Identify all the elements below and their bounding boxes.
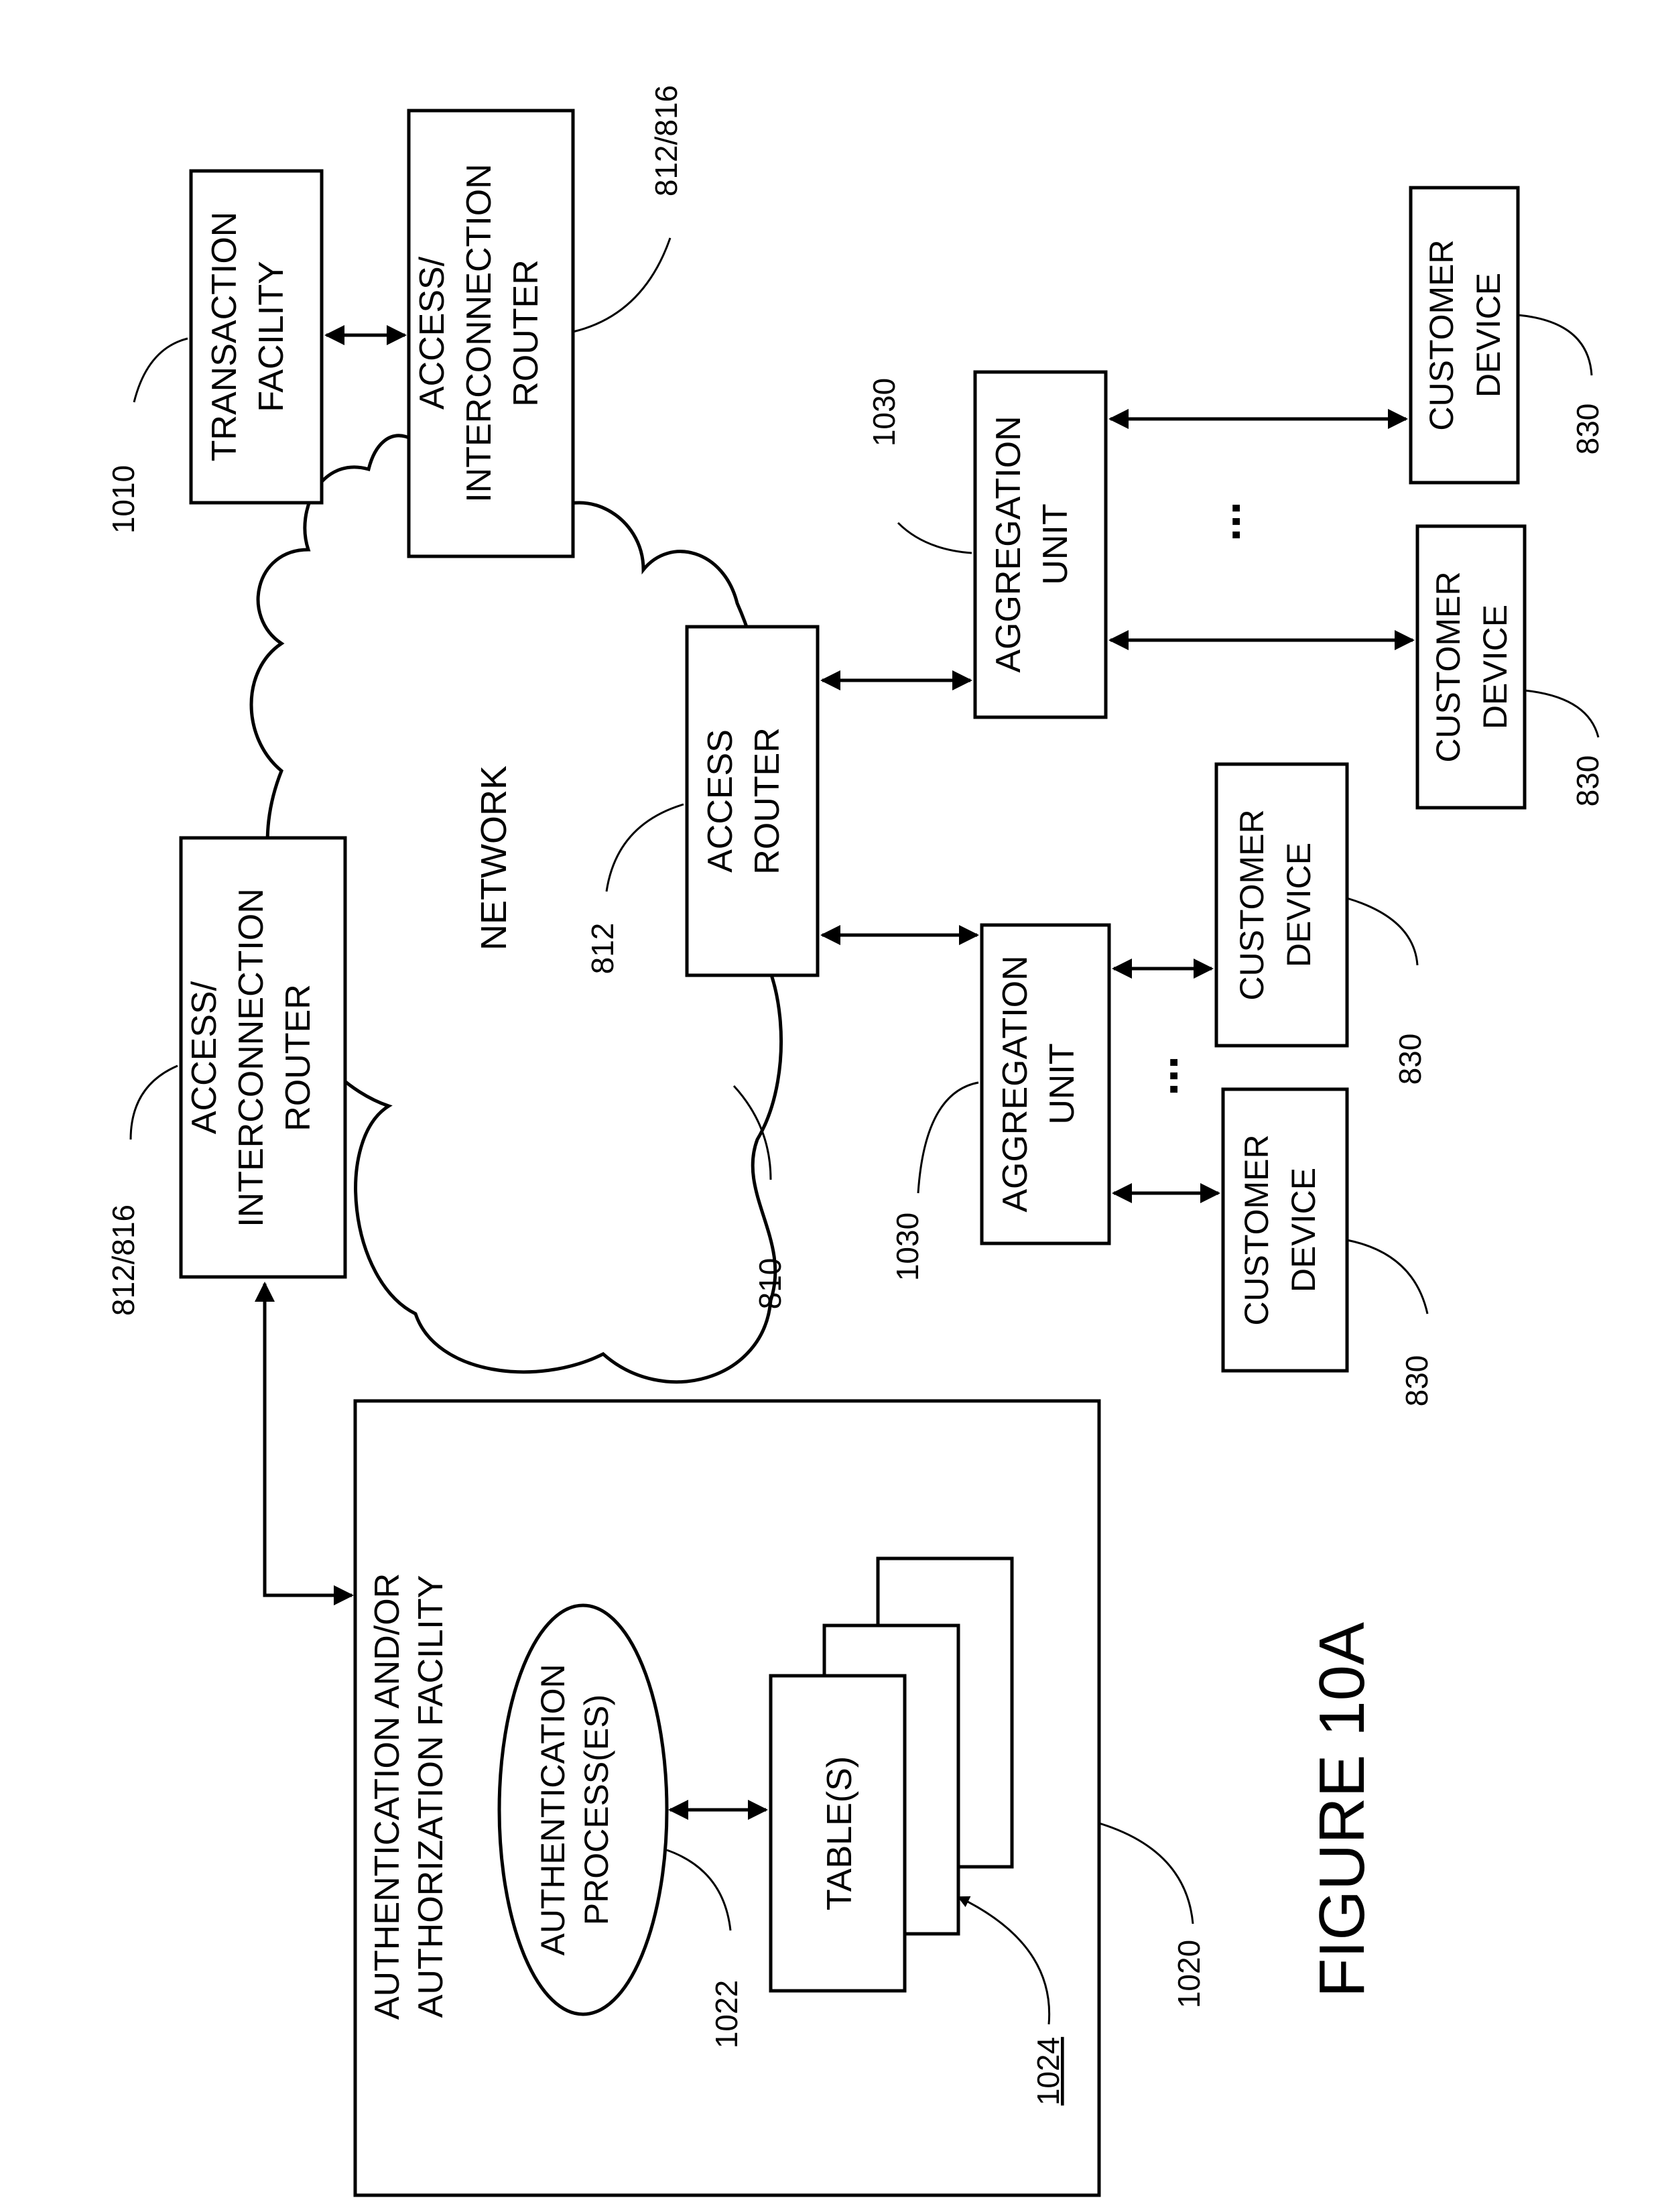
customer-device-1-ref-leader [1517,314,1593,376]
aggregation-unit-upper-box [973,370,1108,719]
customer-device-4-ref: 830 [1399,1355,1434,1407]
auth-process-line1: AUTHENTICATION [534,1664,572,1955]
router-left-line2: INTERCONNECTION [232,888,271,1227]
tables-label: TABLE(S) [820,1756,859,1910]
network-label: NETWORK [474,765,514,950]
auth-facility-line1: AUTHENTICATION AND/OR [368,1573,407,2020]
auth-facility-ref-leader [1098,1822,1194,1924]
auth-process-ref: 1022 [709,1980,744,2048]
router-left-ref-leader [129,1064,178,1140]
customer-device-1-box [1409,186,1520,485]
network-ref: 810 [753,1258,787,1310]
aggregation-unit-lower-ref-leader [917,1081,979,1194]
customer-device-2-line2: DEVICE [1476,605,1514,729]
auth-process-ref-leader [666,1849,732,1931]
aggregation-unit-lower-box [980,923,1111,1245]
auth-process-line2: PROCESS(ES) [578,1695,615,1926]
router-right-line2: INTERCONNECTION [460,164,499,503]
auth-facility-ref: 1020 [1171,1940,1206,2008]
customer-device-1-line2: DEVICE [1470,273,1507,397]
figure-label: FIGURE 10A [1306,1622,1378,1998]
customer-device-3-ref-leader [1346,897,1419,966]
auth-process-ellipse [497,1603,669,2016]
router-right-ref: 812/816 [649,85,684,196]
customer-device-1-ref: 830 [1570,404,1605,455]
customer-device-3-ref: 830 [1393,1034,1427,1085]
customer-device-2-box [1415,524,1527,810]
access-router-box [685,625,820,977]
transaction-facility-ref: 1010 [106,465,141,534]
customer-device-3-box [1214,762,1349,1048]
customer-device-3-line2: DEVICE [1280,843,1318,967]
aggregation-unit-upper-ref-leader [897,521,972,554]
ellipsis-lower: ... [1135,1056,1188,1096]
aggregation-unit-lower-line2: UNIT [1043,1043,1082,1124]
transaction-facility-box [189,169,324,505]
router-right-box [407,109,575,558]
customer-device-2-ref: 830 [1570,755,1605,807]
customer-device-2-ref-leader [1524,689,1600,738]
access-router-line1: ACCESS [701,729,740,873]
auth-facility-line2: AUTHORIZATION FACILITY [411,1575,450,2018]
router-left-box [179,836,347,1279]
aggregation-unit-lower-line1: AGGREGATION [996,955,1035,1212]
access-router-line2: ROUTER [748,727,787,875]
router-left-line1: ACCESS/ [185,981,224,1134]
router-right-line3: ROUTER [507,259,546,407]
customer-device-4-ref-leader [1346,1239,1429,1314]
customer-device-4-line1: CUSTOMER [1238,1134,1275,1325]
tables-ref-leader [957,1896,1051,2025]
aggregation-unit-upper-line1: AGGREGATION [989,416,1028,672]
customer-device-1-line1: CUSTOMER [1423,239,1460,430]
transaction-facility-ref-leader [133,337,188,403]
aggregation-unit-lower-ref: 1030 [890,1213,925,1281]
transaction-facility-line1: TRANSACTION [205,212,244,462]
aggregation-unit-upper-line2: UNIT [1036,503,1075,585]
customer-device-3-line1: CUSTOMER [1233,809,1271,1000]
customer-device-4-line2: DEVICE [1285,1168,1322,1292]
ellipsis-upper: ... [1197,501,1251,542]
transaction-facility-line2: FACILITY [252,261,291,412]
customer-device-2-line1: CUSTOMER [1429,571,1467,762]
network-cloud [249,434,783,1384]
router-left-ref: 812/816 [106,1205,141,1316]
router-left-line3: ROUTER [279,984,318,1131]
access-router-ref: 812 [585,923,620,975]
customer-device-4-box [1221,1087,1349,1373]
router-right-ref-leader [572,237,672,333]
router-right-line1: ACCESS/ [413,256,452,410]
router-auth-link [255,1282,354,1605]
table-front-box [769,1674,907,1993]
access-router-ref-leader [605,803,684,892]
aggregation-unit-upper-ref: 1030 [867,378,901,446]
tables-ref: 1024 [1031,2037,1066,2105]
network-ref-leader [732,1085,772,1180]
